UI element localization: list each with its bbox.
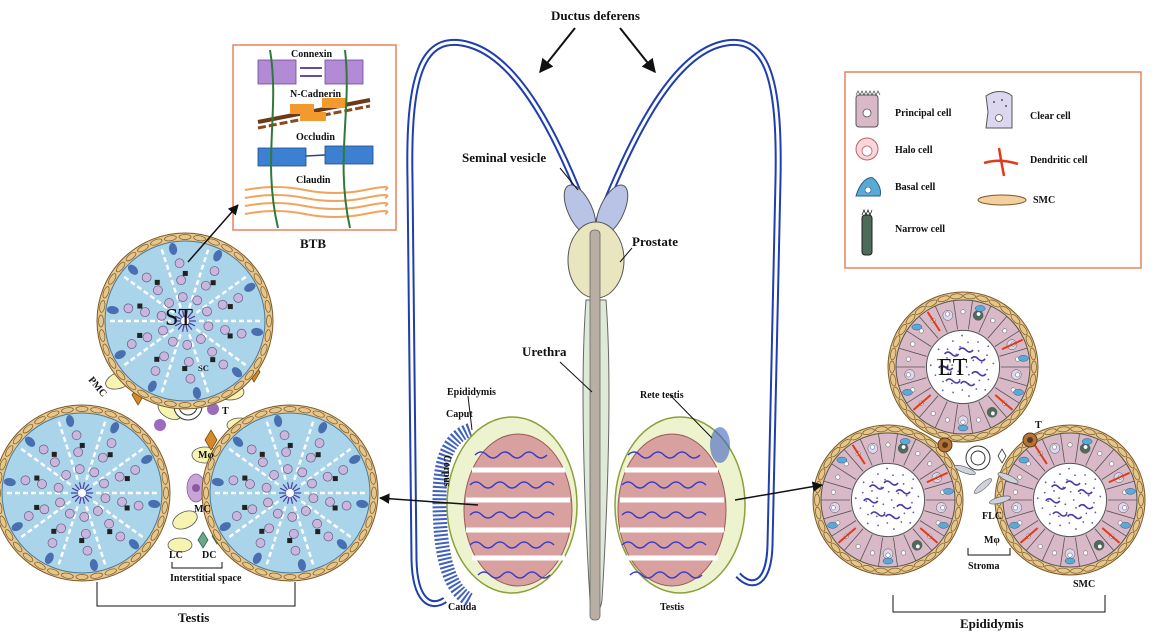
label-corpus: Corpus — [441, 455, 452, 487]
label-caput: Caput — [446, 409, 473, 420]
legend: Principal cell Halo cell Basal cell Narr… — [845, 72, 1141, 268]
btb-connexin: Connexin — [291, 49, 333, 60]
btb-ncadherin: N-Cadnerin — [290, 89, 342, 100]
label-dc: DC — [202, 550, 216, 561]
label-epididymis-top: Epididymis — [447, 387, 496, 398]
label-testis-left: Testis — [178, 610, 209, 625]
label-pmc: PMC — [86, 375, 109, 400]
testis-left-center — [447, 417, 577, 593]
label-mphi-left: Mφ — [198, 450, 214, 461]
legend-clear: Clear cell — [1030, 111, 1071, 122]
label-rete-testis: Rete testis — [640, 390, 684, 401]
btb-claudin: Claudin — [296, 175, 331, 186]
label-interstitial: Interstitial space — [170, 573, 242, 584]
btb-panel: Connexin N-Cadnerin Occludin Claudin BTB — [188, 45, 396, 262]
clear-cell-icon — [986, 92, 1012, 129]
label-epididymis-bottom: Epididymis — [960, 616, 1024, 631]
label-cauda: Cauda — [448, 602, 476, 613]
label-btb: BTB — [300, 236, 326, 251]
legend-smc: SMC — [1033, 195, 1055, 206]
legend-dendritic: Dendritic cell — [1030, 155, 1088, 166]
smc-icon — [978, 195, 1026, 205]
halo-cell-icon — [856, 138, 878, 160]
epididymal-tubule-right — [995, 425, 1145, 575]
seminiferous-tubule-left — [0, 405, 170, 581]
label-t-left: T — [222, 406, 229, 417]
label-lc: LC — [169, 550, 183, 561]
reproductive-tract — [410, 28, 778, 620]
label-urethra: Urethra — [522, 344, 567, 359]
legend-narrow: Narrow cell — [895, 224, 945, 235]
label-prostate: Prostate — [632, 234, 678, 249]
label-seminal-vesicle: Seminal vesicle — [462, 150, 546, 165]
label-flc: FLC — [982, 511, 1002, 522]
label-ductus-deferens: Ductus deferens — [551, 8, 640, 23]
seminiferous-tubule-right — [202, 405, 378, 581]
label-mc: MC — [194, 504, 211, 515]
label-smc: SMC — [1073, 579, 1095, 590]
label-t-right: T — [1035, 420, 1042, 431]
narrow-cell-icon — [862, 210, 872, 255]
testis-cross-section: ST PMC SC T Mφ MC LC DC Interstitial spa… — [0, 233, 378, 625]
label-mphi-right: Mφ — [984, 535, 1000, 546]
legend-basal: Basal cell — [895, 182, 935, 193]
testis-right-center — [615, 417, 745, 593]
btb-occludin: Occludin — [296, 132, 335, 143]
legend-halo: Halo cell — [895, 145, 933, 156]
label-et: ET — [938, 355, 968, 381]
legend-principal: Principal cell — [895, 108, 952, 119]
epididymis-cross-section: ET T FLC Mφ Stroma SMC Epididymis — [813, 292, 1145, 631]
label-st: ST — [165, 305, 193, 331]
principal-cell-icon — [856, 91, 880, 127]
label-testis-center: Testis — [660, 602, 684, 613]
label-sc: SC — [198, 363, 209, 373]
label-stroma: Stroma — [968, 561, 999, 572]
